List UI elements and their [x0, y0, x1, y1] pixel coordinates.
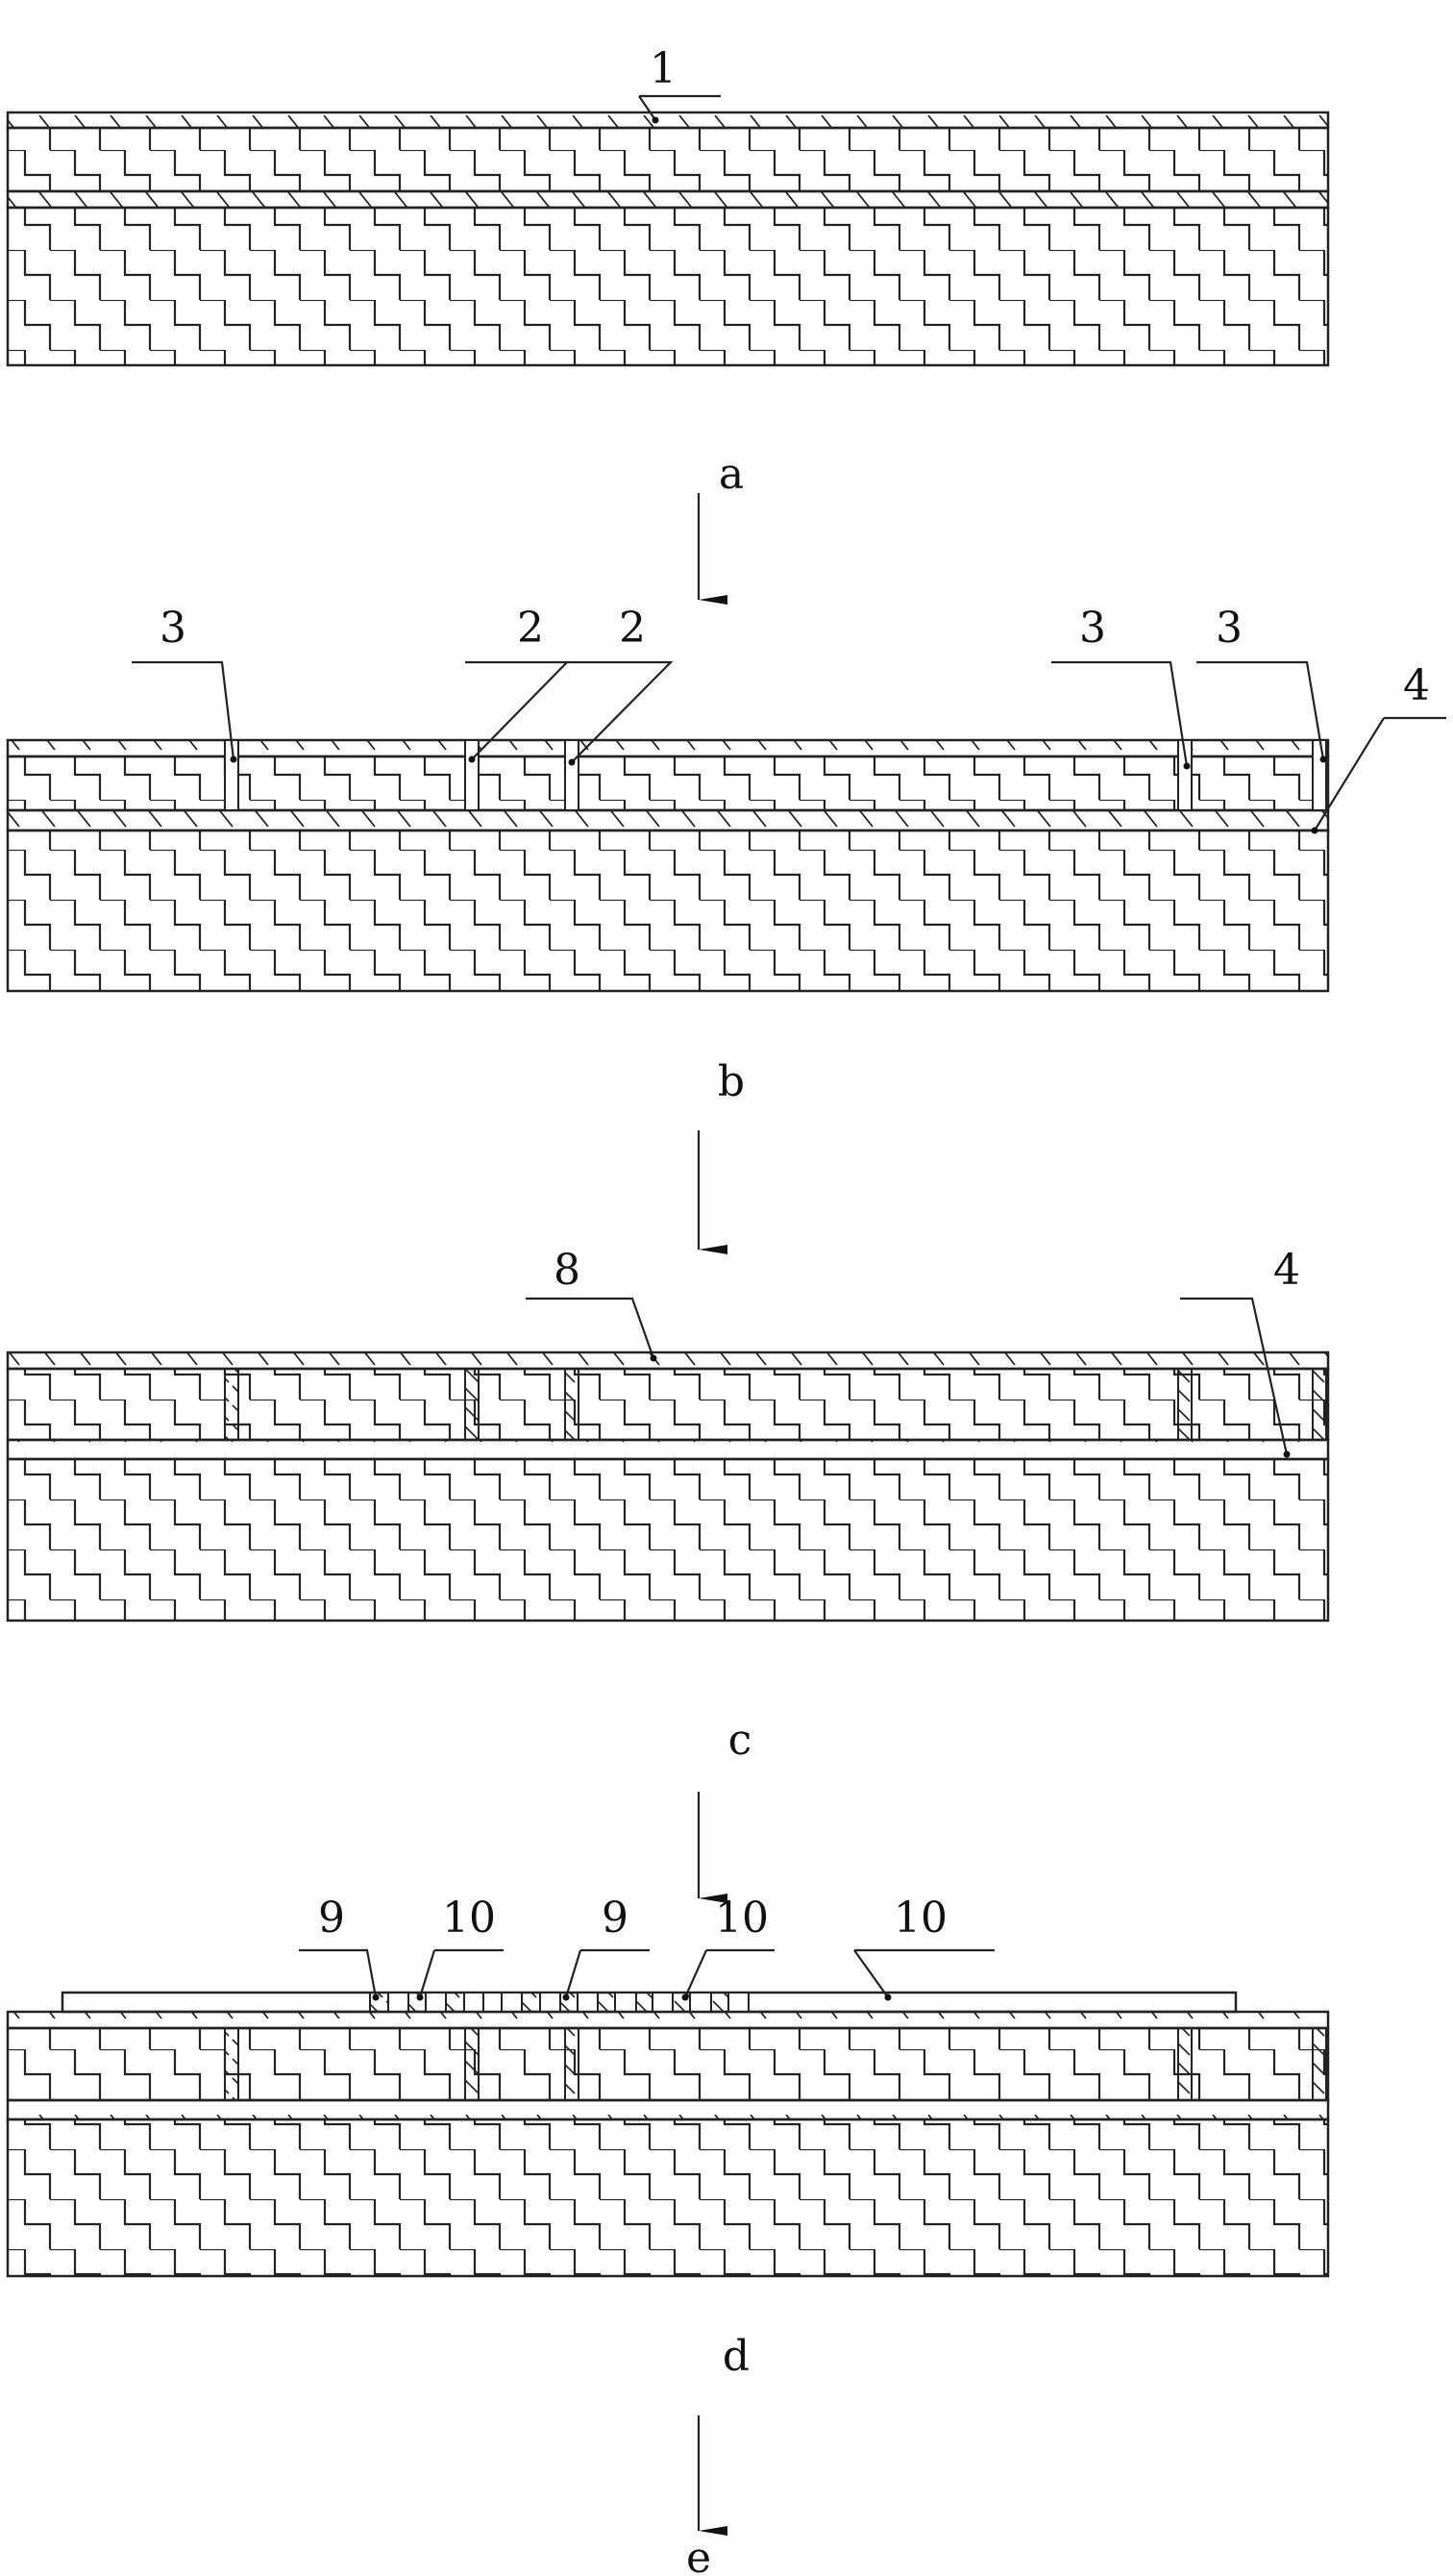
callout-8: 8: [554, 1246, 580, 1295]
panel-c: 8 4 c: [8, 1246, 1328, 1898]
pattern-cell: [540, 1993, 560, 2012]
step-label-b: b: [718, 1057, 745, 1106]
step-label-c: c: [728, 1716, 752, 1765]
pattern-cell: [370, 1993, 388, 2012]
panel-b: 3 2 2 3 3 4 b: [8, 604, 1446, 1250]
upper-substrate: [8, 756, 1328, 810]
pattern-cell: [560, 1993, 578, 2012]
pattern-cell: [483, 1993, 502, 2012]
pattern-cell: [598, 1993, 615, 2012]
callout-4: 4: [1403, 661, 1430, 710]
panel-d: 9 10 9 10 10 d: [8, 1894, 1328, 2531]
pattern-cells: [370, 1993, 749, 2012]
callout-10: 10: [442, 1894, 496, 1943]
pattern-cell: [578, 1993, 598, 2012]
pattern-cell: [690, 1993, 711, 2012]
callout-3: 3: [1079, 604, 1106, 653]
pattern-cell: [388, 1993, 408, 2012]
pattern-cell: [636, 1993, 653, 2012]
step-label-a: a: [719, 450, 744, 499]
callout-10: 10: [715, 1894, 769, 1943]
callout-9: 9: [318, 1894, 345, 1943]
layer-8: [8, 1352, 1328, 1369]
pattern-cell: [408, 1993, 426, 2012]
upper-substrate: [8, 128, 1328, 191]
pattern-cell: [502, 1993, 522, 2012]
pattern-cell: [728, 1993, 749, 2012]
buried-layer-4: [8, 810, 1328, 830]
step-label-d: d: [723, 2332, 750, 2381]
callout-4: 4: [1273, 1246, 1300, 1295]
lower-substrate: [8, 830, 1328, 991]
callout-9: 9: [602, 1894, 628, 1943]
pattern-cell: [711, 1993, 728, 2012]
callout-10: 10: [894, 1894, 948, 1943]
pattern-cell: [446, 1993, 464, 2012]
step-label-e: e: [686, 2534, 711, 2576]
callout-2: 2: [619, 604, 646, 653]
callout-1: 1: [650, 44, 677, 93]
pattern-cell: [426, 1993, 446, 2012]
lower-substrate: [8, 208, 1328, 365]
middle-layer: [8, 191, 1328, 208]
buried-layer-4: [8, 1440, 1328, 1459]
pattern-cell: [522, 1993, 540, 2012]
top-layer-1: [8, 112, 1328, 128]
pattern-cell: [653, 1993, 673, 2012]
panel-a: 1 a: [8, 44, 1328, 600]
callout-3: 3: [160, 604, 186, 653]
callout-3: 3: [1216, 604, 1243, 653]
pattern-cell: [615, 1993, 636, 2012]
pattern-cell: [464, 1993, 483, 2012]
callout-2: 2: [517, 604, 544, 653]
